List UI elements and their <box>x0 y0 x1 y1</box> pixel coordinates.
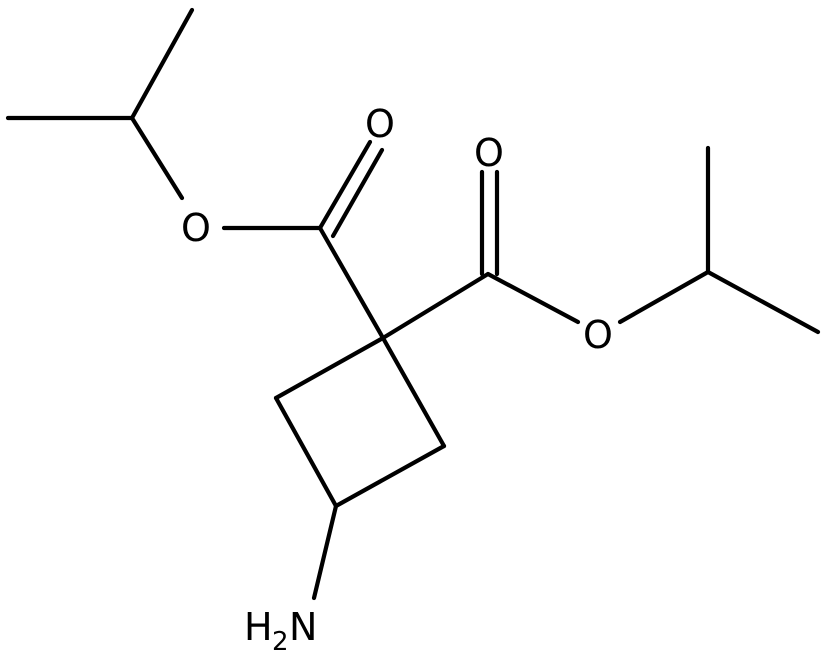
bond-ring-to-amine <box>311 503 339 601</box>
bond-right-carbonyl-to-ring <box>380 271 491 341</box>
bond-ring-bottom <box>333 443 447 509</box>
bond-left-co-double-b <box>330 147 385 239</box>
amine-h-label: H <box>244 605 273 649</box>
amine-label: H 2 N <box>244 605 317 657</box>
bond-ring-left <box>273 395 339 509</box>
amine-subscript-label: 2 <box>272 627 289 657</box>
bond-left-co-double-a <box>317 139 373 231</box>
bond-left-carbonyl-to-ring <box>317 225 386 341</box>
bond-right-methyl-side <box>705 269 821 335</box>
bond-left-ch-to-o <box>129 115 185 201</box>
oxygen-label-left-carbonyl: O <box>365 102 395 146</box>
bond-right-o-to-ch <box>617 269 711 325</box>
oxygen-label-left-ester: O <box>181 206 211 250</box>
bond-ring-right <box>380 335 447 449</box>
bond-right-carbonyl-to-o <box>485 271 581 325</box>
bond-ring-top <box>273 335 386 401</box>
oxygen-label-right-ester: O <box>583 313 613 357</box>
amine-n-label: N <box>289 605 317 649</box>
oxygen-label-right-carbonyl: O <box>474 131 504 175</box>
bond-left-methyl-top <box>129 7 195 121</box>
